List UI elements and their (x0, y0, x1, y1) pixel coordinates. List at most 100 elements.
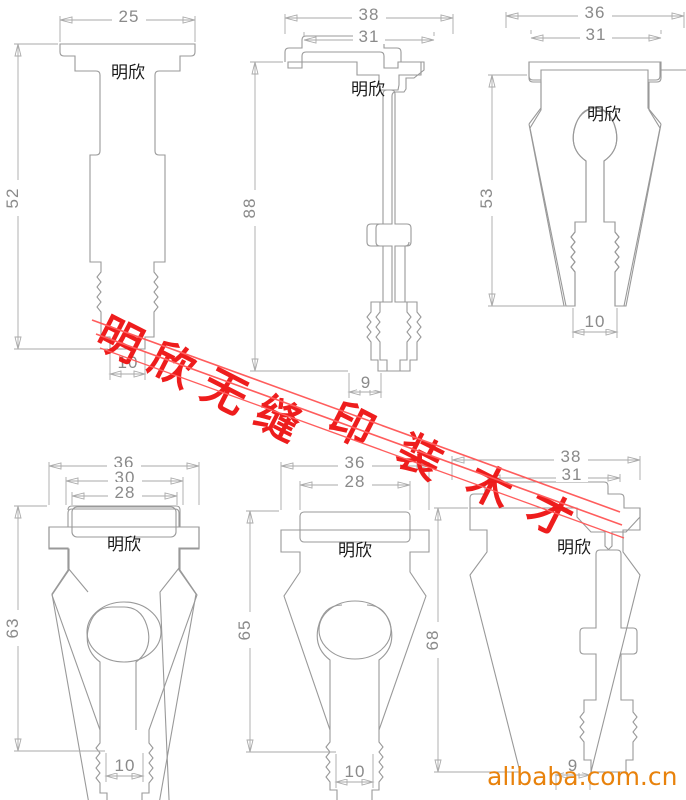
profile-4-arrow-30-l (65, 477, 79, 485)
profile-5-arrow-10-r (361, 778, 375, 786)
profile-1-arrow-right (182, 16, 196, 24)
profile-4-dim-63: 63 (3, 618, 22, 639)
profile-5-dim-65-bg (240, 612, 260, 648)
profile-2-arrow-88-t (251, 61, 259, 75)
profile-6-arrow-9-r (578, 771, 592, 779)
profile-1-label: 明欣 (111, 63, 145, 83)
profile-4-arrow-10-r (131, 772, 145, 780)
profile-1-arrow-bot (14, 336, 22, 350)
profile-1-dim-10-bg (114, 352, 142, 370)
profile-5-dim-36-bg (338, 452, 372, 470)
profile-3-outline-alt (528, 61, 662, 307)
profile-1-dim-25: 25 (119, 7, 140, 26)
profile-2-dim-31: 31 (359, 27, 380, 46)
watermark-guide-1 (91, 319, 621, 513)
drawing-profile-3: 36 31 53 10 明欣 (477, 2, 686, 338)
profile-2-dim-88-bg (245, 190, 265, 226)
profile-3-dim-36: 36 (585, 3, 606, 22)
profile-6-dim-68: 68 (423, 630, 442, 651)
profile-4-flange-rect (71, 506, 177, 538)
profile-6-dim-9: 9 (568, 756, 578, 775)
profile-4-dim-28: 28 (115, 483, 136, 502)
profile-6-dim-68-bg (428, 622, 448, 658)
watermark-guide-2 (95, 333, 623, 526)
profile-4-arrow-28-l (71, 492, 85, 500)
profile-4-dim-36-bg (107, 452, 141, 470)
profile-4-label: 明欣 (107, 535, 141, 555)
profile-4-arrow-63-t (14, 505, 22, 519)
profile-2-arrow-88-b (251, 358, 259, 372)
profile-6-label: 明欣 (557, 538, 591, 558)
profile-3-arrow-53-t (488, 74, 496, 88)
profile-5-dim-28: 28 (345, 472, 366, 491)
profile-3-arrow-36-l (505, 12, 519, 20)
profile-2-outline-body (284, 35, 425, 372)
profile-1-dim-52: 52 (3, 188, 22, 209)
profile-2-arrow-38-l (284, 14, 298, 22)
profile-6-dim-31-bg (556, 464, 588, 482)
profile-5-arrow-65-b (246, 739, 254, 753)
profile-4-flange (67, 505, 181, 527)
profile-4-arrow-36-r (186, 462, 200, 470)
profile-4-dim-10-bg (111, 755, 139, 773)
profile-6-arrow-31-l (487, 474, 501, 482)
profile-5-dim-10: 10 (345, 762, 366, 781)
alibaba-watermark: alibaba.com.cn (487, 762, 677, 791)
profile-4-arrow-63-b (14, 738, 22, 752)
drawing-profile-5: 36 28 65 10 明欣 (235, 452, 430, 800)
profile-3-dim-53-bg (482, 180, 502, 216)
profile-3-dim-31-bg (580, 24, 612, 42)
profile-3-dim-10: 10 (585, 312, 606, 331)
profile-6-arrow-31-r (607, 474, 621, 482)
profile-2-arrow-31-l (303, 36, 317, 44)
profile-2-outline (287, 51, 422, 372)
profile-6-dim-9-bg (564, 755, 582, 773)
profile-5-arrow-28-r (397, 481, 411, 489)
profile-3-arrow-10-r (605, 328, 619, 336)
profile-2-dim-9: 9 (361, 373, 371, 392)
profile-4-dim-30-bg (108, 467, 142, 485)
profile-2-dim-88: 88 (240, 198, 259, 219)
profile-1-arrow-left (59, 16, 73, 24)
profile-4-arrow-36-l (48, 462, 62, 470)
drawing-profile-6: 38 31 68 9 明欣 (423, 446, 641, 790)
profile-4-dim-10: 10 (115, 756, 136, 775)
profile-3-label: 明欣 (587, 105, 621, 125)
profile-2-arrow-9-l (347, 388, 361, 396)
profile-5-arrow-28-l (299, 481, 313, 489)
profile-2-dim-38: 38 (359, 5, 380, 24)
profile-6-arrow-9-l (554, 771, 568, 779)
profile-4-circle (86, 601, 162, 663)
profile-5-dim-65: 65 (235, 620, 254, 641)
profile-2-arrow-9-r (369, 388, 383, 396)
profile-6-silhouette (469, 508, 641, 773)
drawing-profile-1: 25 52 10 明欣 (3, 6, 196, 380)
profile-1-arrow-b-right (133, 370, 147, 378)
profile-3-dim-53: 53 (477, 188, 496, 209)
profile-1-outline (59, 43, 196, 350)
profile-5-arrow-10-l (334, 778, 348, 786)
profile-5-dim-36: 36 (345, 453, 366, 472)
drawing-profile-4: 36 30 28 63 10 明欣 (3, 452, 200, 800)
profile-3-dim-36-bg (578, 2, 612, 20)
profile-1-arrow-top (14, 43, 22, 57)
profile-6-body (469, 481, 641, 773)
profile-6-arrow-38-r (627, 456, 641, 464)
profile-6-arrow-68-b (434, 759, 442, 773)
profile-6-arrow-68-t (434, 507, 442, 521)
profile-4-arrow-10-l (104, 772, 118, 780)
profile-6-dim-38-bg (554, 446, 588, 464)
profile-5-dim-10-bg (341, 761, 369, 779)
profile-2-label: 明欣 (351, 80, 385, 100)
profile-2-dim-9-bg (357, 372, 375, 390)
profile-3-dim-31: 31 (586, 25, 607, 44)
profile-3-arrow-31-r (648, 34, 662, 42)
profile-5-flange-rect (299, 511, 411, 543)
profile-5-dim-28-bg (338, 471, 372, 489)
profile-4-arrow-28-r (164, 492, 178, 500)
profile-3-arrow-53-b (488, 293, 496, 307)
profile-4-arrow-30-r (170, 477, 184, 485)
profile-1-dim-10: 10 (118, 353, 139, 372)
